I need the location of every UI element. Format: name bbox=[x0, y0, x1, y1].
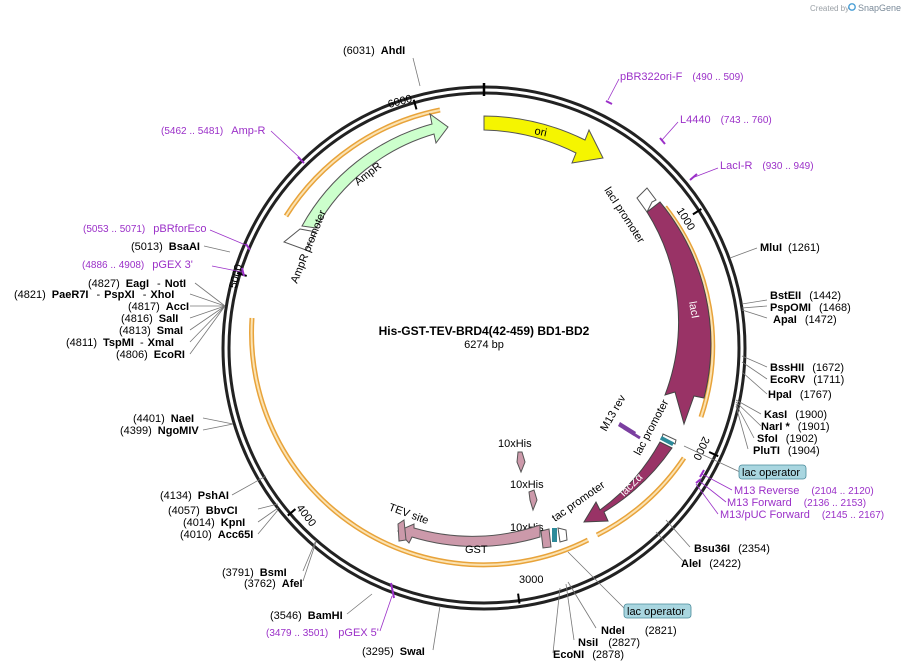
site-ndei[interactable]: NdeI(2821) bbox=[601, 625, 677, 637]
site-econi[interactable]: EcoNI(2878) bbox=[553, 649, 624, 661]
primer-mark-pgex3 bbox=[241, 267, 245, 277]
site-paer7i[interactable]: (4821)PaeR7I-PspXI-XhoI bbox=[14, 289, 174, 301]
site-swai[interactable]: (3295)SwaI bbox=[362, 646, 425, 658]
his3-feature[interactable] bbox=[540, 528, 552, 549]
lac-operator-mark-2 bbox=[552, 528, 557, 542]
lac-operator-box-1[interactable] bbox=[738, 464, 807, 480]
primer-mark-m13r bbox=[699, 469, 705, 478]
tev-label: TEV site bbox=[387, 502, 430, 527]
tick-label-2000: 2000 bbox=[690, 435, 711, 462]
lac-operator-mark bbox=[659, 435, 675, 447]
primer-pgex3[interactable]: (4886 .. 4908)pGEX 3' bbox=[82, 259, 193, 271]
his2-feature[interactable] bbox=[528, 489, 538, 512]
tac-promoter-feature[interactable] bbox=[557, 527, 568, 543]
ampr-feature[interactable] bbox=[301, 112, 449, 229]
site-bamhi[interactable]: (3546)BamHI bbox=[270, 610, 343, 622]
site-acci[interactable]: (4817)AccI bbox=[128, 301, 189, 313]
orf-arcs bbox=[249, 107, 716, 568]
primer-pgex5[interactable]: (3479 .. 3501)pGEX 5' bbox=[266, 627, 379, 639]
site-leaders bbox=[189, 57, 768, 654]
gst-label: GST bbox=[465, 544, 488, 556]
site-afei[interactable]: (3762)AfeI bbox=[244, 578, 303, 590]
site-alei[interactable]: AleI(2422) bbox=[681, 558, 741, 570]
site-nsii[interactable]: NsiI(2827) bbox=[578, 637, 640, 649]
primer-pbr322orif[interactable]: pBR322ori-F(490 .. 509) bbox=[620, 71, 744, 83]
site-pshai[interactable]: (4134)PshAI bbox=[160, 490, 229, 502]
site-eagi[interactable]: (4827)EagI-NotI bbox=[88, 278, 186, 290]
tick-6000 bbox=[412, 99, 418, 110]
gst-feature[interactable] bbox=[397, 523, 541, 547]
tick-label-3000: 3000 bbox=[519, 574, 543, 586]
site-kasi[interactable]: KasI(1900) bbox=[764, 409, 827, 421]
site-bsaai[interactable]: (5013)BsaAI bbox=[131, 241, 200, 253]
laci-feature[interactable] bbox=[646, 201, 712, 426]
laci-label: lacI bbox=[686, 300, 701, 319]
primer-mark-ampr bbox=[297, 156, 305, 164]
site-kpni[interactable]: (4014)KpnI bbox=[183, 517, 245, 529]
site-ngomiv[interactable]: (4399)NgoMIV bbox=[120, 425, 199, 437]
primer-m13forward[interactable]: M13 Forward(2136 .. 2153) bbox=[727, 497, 866, 509]
tick-1000 bbox=[692, 208, 702, 216]
site-ahdi[interactable]: (6031)AhdI bbox=[343, 45, 405, 57]
primer-leaders bbox=[209, 78, 733, 632]
site-nari[interactable]: NarI *(1901) bbox=[761, 421, 830, 433]
site-smai[interactable]: (4813)SmaI bbox=[119, 325, 183, 337]
lac-operator-label-1: lac operator bbox=[742, 467, 800, 479]
created-by-label: Created by bbox=[810, 4, 849, 13]
snapgene-brand: SnapGene bbox=[858, 3, 901, 13]
site-pspomi[interactable]: PspOMI(1468) bbox=[770, 302, 851, 314]
site-pluti[interactable]: PluTI(1904) bbox=[753, 445, 820, 457]
ampr-promoter-feature[interactable] bbox=[282, 228, 317, 251]
primer-mark-pbr322orif bbox=[605, 100, 613, 105]
tick-label-5000: 5000 bbox=[227, 263, 245, 290]
site-acc65i[interactable]: (4010)Acc65I bbox=[180, 529, 253, 541]
his2-label: 10xHis bbox=[510, 479, 544, 491]
site-sfoi[interactable]: SfoI(1902) bbox=[757, 433, 818, 445]
site-apai[interactable]: ApaI(1472) bbox=[773, 314, 837, 326]
site-bsshii[interactable]: BssHII(1672) bbox=[770, 362, 844, 374]
his1-label: 10xHis bbox=[498, 438, 532, 450]
site-bstEII[interactable]: BstEII(1442) bbox=[770, 290, 841, 302]
site-tspmi[interactable]: (4811)TspMI-XmaI bbox=[66, 337, 174, 349]
lac-operator-box-2[interactable] bbox=[623, 603, 692, 619]
plasmid-size: 6274 bp bbox=[464, 339, 504, 351]
tick-5000 bbox=[236, 272, 248, 277]
primer-mark-m13f bbox=[695, 478, 702, 484]
laczalpha-feature[interactable] bbox=[583, 441, 673, 523]
laci-promoter-feature[interactable] bbox=[636, 187, 657, 213]
site-bsmi[interactable]: (3791)BsmI bbox=[222, 567, 287, 579]
site-ecorv[interactable]: EcoRV(1711) bbox=[770, 374, 844, 386]
lac-operator-label-2: lac operator bbox=[627, 606, 685, 618]
tev-feature[interactable] bbox=[397, 519, 407, 542]
primer-m13reverse[interactable]: M13 Reverse(2104 .. 2120) bbox=[734, 485, 874, 497]
ori-feature[interactable] bbox=[483, 115, 604, 164]
site-hpai[interactable]: HpaI(1767) bbox=[768, 389, 832, 401]
tick-3000 bbox=[517, 593, 521, 604]
primer-mark-pgex5 bbox=[390, 582, 395, 599]
primer-marks bbox=[241, 100, 705, 599]
site-ecori[interactable]: (4806)EcoRI bbox=[116, 349, 185, 361]
primer-ampr[interactable]: (5462 .. 5481)Amp-R bbox=[161, 125, 266, 137]
primer-l4440[interactable]: L4440(743 .. 760) bbox=[680, 114, 772, 126]
site-sali[interactable]: (4816)SalI bbox=[121, 313, 178, 325]
his1-feature[interactable] bbox=[516, 451, 526, 474]
tick-4000 bbox=[287, 508, 297, 517]
primer-lacir[interactable]: LacI-R(930 .. 949) bbox=[720, 160, 814, 172]
site-mlui[interactable]: MluI(1261) bbox=[760, 242, 820, 254]
plasmid-title: His-GST-TEV-BRD4(42-459) BD1-BD2 bbox=[379, 324, 590, 338]
primer-mark-pbrforeco bbox=[245, 243, 251, 251]
primer-pbrforeco[interactable]: (5053 .. 5071)pBRforEco bbox=[83, 223, 206, 235]
primer-m13puc[interactable]: M13/pUC Forward(2145 .. 2167) bbox=[720, 509, 884, 521]
site-naei[interactable]: (4401)NaeI bbox=[133, 413, 194, 425]
site-bsu36i[interactable]: Bsu36I(2354) bbox=[694, 543, 770, 555]
snapgene-logo-icon bbox=[848, 3, 856, 11]
tick-2000 bbox=[708, 451, 719, 458]
tick-label-4000: 4000 bbox=[294, 502, 319, 529]
site-bbvci[interactable]: (4057)BbvCI bbox=[168, 505, 238, 517]
ori-label: ori bbox=[533, 125, 547, 139]
primer-mark-l4440 bbox=[659, 137, 666, 145]
laci-promoter-label: lacI promoter bbox=[601, 185, 646, 246]
